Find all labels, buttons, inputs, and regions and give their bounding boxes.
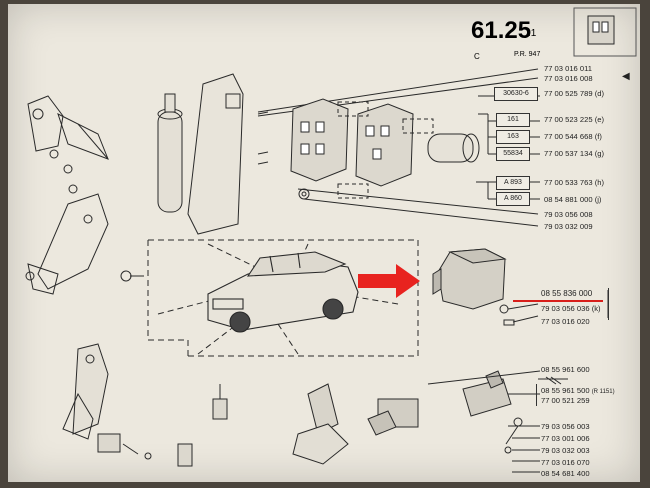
bracket-line xyxy=(536,384,537,406)
part-ref: 79 03 056 008 xyxy=(544,210,593,219)
part-ref: 08 55 961 600 xyxy=(541,365,590,374)
highlight-underline xyxy=(513,300,603,302)
part-ref: 77 03 016 070 xyxy=(541,458,590,467)
page-number-suffix: .1 xyxy=(528,28,537,39)
small-arrow-left-icon: ◀ xyxy=(622,71,630,82)
part-box: A 860 xyxy=(496,192,530,206)
thumbnail-frame xyxy=(573,7,637,57)
part-ref: 79 03 056 003 xyxy=(541,422,590,431)
part-ref: 77 03 001 006 xyxy=(541,434,590,443)
car-illustration xyxy=(207,251,359,333)
bracket-line xyxy=(608,288,609,320)
part-ref: 77 00 544 668 (f) xyxy=(544,132,602,141)
part-ref: 77 03 016 011 xyxy=(544,64,592,73)
page-number-main: 61 xyxy=(471,17,498,44)
part-ref: 77 00 537 134 (g) xyxy=(544,149,604,158)
thumbnail-relay-icon xyxy=(587,15,615,45)
c-mark: C xyxy=(474,52,480,61)
page-number-section: .25 xyxy=(497,17,532,44)
part-box: 55834 xyxy=(496,147,530,161)
part-box: A 893 xyxy=(496,176,530,190)
relay-unit-illustration xyxy=(432,248,539,326)
part-ref: 77 00 533 763 (h) xyxy=(544,178,604,187)
part-ref: 08 54 681 400 xyxy=(541,469,590,478)
part-ref: 77 03 016 008 xyxy=(544,74,593,83)
part-ref: 79 03 032 003 xyxy=(541,446,590,455)
red-arrow-icon xyxy=(358,264,420,298)
part-ref: 77 03 016 020 xyxy=(541,317,590,326)
part-ref: 79 03 056 036 (k) xyxy=(541,304,601,313)
page-number: 61.25 xyxy=(471,17,531,45)
part-box: 30630-6 xyxy=(494,87,538,101)
part-box: 163 xyxy=(496,130,530,144)
exploded-parts-diagram xyxy=(25,7,637,473)
pr-code: P.R. 947 xyxy=(514,51,541,58)
part-ref: 77 00 521 259 xyxy=(541,396,590,405)
part-ref: 77 00 523 225 (e) xyxy=(544,115,604,124)
part-ref: 08 54 881 000 (j) xyxy=(544,195,602,204)
parts-catalog-page: 61.25 .1 C P.R. 947 ◀ 77 03 016 011 77 0… xyxy=(8,4,640,482)
highlighted-part-ref: 08 55 836 000 xyxy=(541,289,593,298)
part-box: 161 xyxy=(496,113,530,127)
part-ref: 08 55 961 500 (R 1151) xyxy=(541,386,615,395)
part-ref: 77 00 525 789 (d) xyxy=(544,89,604,98)
part-ref: 79 03 032 009 xyxy=(544,222,593,231)
